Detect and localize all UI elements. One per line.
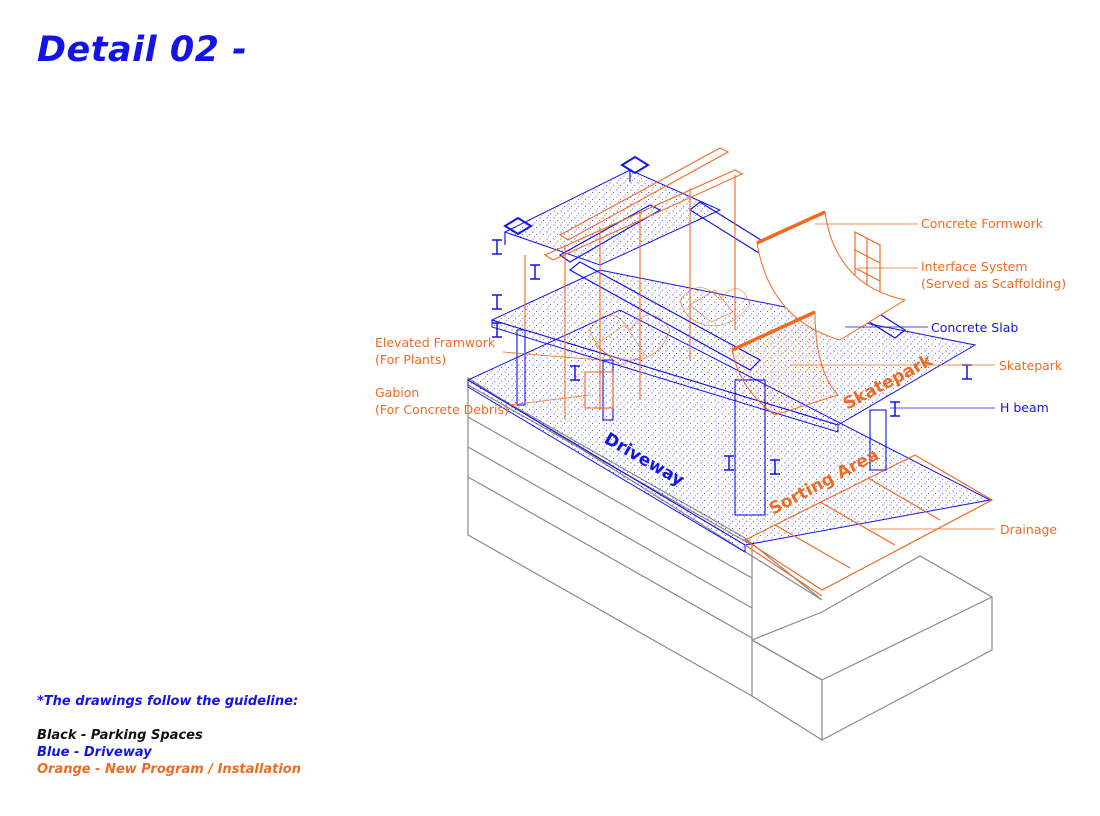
label-skatepark: Skatepark [999, 358, 1063, 373]
ground-block-lower [750, 555, 993, 741]
skatepark-ramp [731, 310, 839, 416]
label-interface-system: Interface System [921, 259, 1028, 274]
plant-foliage [589, 287, 751, 366]
h-beams [492, 239, 972, 475]
legend-item-new-program: Orange - New Program / Installation [37, 762, 301, 777]
concrete-formwork [756, 210, 907, 341]
label-drainage: Drainage [1000, 522, 1057, 537]
label-elevated-framework-note: (For Plants) [375, 352, 446, 367]
label-interface-system-note: (Served as Scaffolding) [921, 276, 1066, 291]
legend-item-driveway: Blue - Driveway [37, 745, 152, 760]
label-gabion: Gabion [375, 385, 419, 400]
color-legend: *The drawings follow the guideline: Blac… [37, 693, 301, 778]
leader-lines [502, 223, 995, 530]
elevated-framework [524, 147, 744, 420]
label-h-beam: H beam [1000, 400, 1049, 415]
label-gabion-note: (For Concrete Debris) [375, 402, 509, 417]
label-elevated-framework: Elevated Framwork [375, 335, 496, 350]
label-concrete-formwork: Concrete Formwork [921, 216, 1044, 231]
page-title: Detail 02 - [37, 30, 248, 70]
top-slab [503, 169, 722, 266]
label-concrete-slab: Concrete Slab [931, 320, 1018, 335]
legend-heading: *The drawings follow the guideline: [37, 694, 299, 709]
legend-item-parking: Black - Parking Spaces [37, 728, 203, 743]
drainage-area [743, 454, 994, 597]
